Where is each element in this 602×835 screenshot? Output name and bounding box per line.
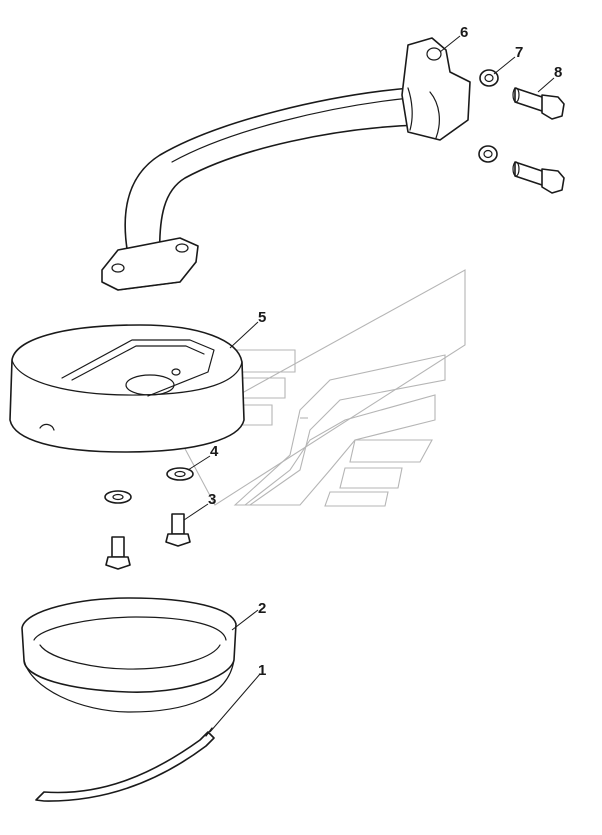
callout-5: 5 bbox=[258, 309, 266, 326]
bolt-8 bbox=[512, 87, 565, 194]
retaining-clip bbox=[35, 727, 215, 802]
strainer-housing bbox=[9, 324, 245, 453]
callout-labels: 6 7 8 5 4 3 2 1 bbox=[208, 24, 562, 679]
gasket-ring bbox=[21, 597, 237, 713]
washer-4 bbox=[104, 467, 194, 504]
callout-8: 8 bbox=[554, 64, 562, 81]
screw-3 bbox=[105, 513, 191, 570]
callout-4: 4 bbox=[210, 443, 219, 460]
callout-1: 1 bbox=[258, 662, 266, 679]
washer-7 bbox=[478, 69, 499, 163]
callout-6: 6 bbox=[460, 24, 468, 41]
callout-7: 7 bbox=[515, 44, 523, 61]
callout-2: 2 bbox=[258, 600, 266, 617]
pickup-tube bbox=[101, 37, 471, 291]
leader-lines bbox=[183, 35, 555, 733]
callout-3: 3 bbox=[208, 491, 216, 508]
watermark-logo bbox=[174, 269, 466, 507]
